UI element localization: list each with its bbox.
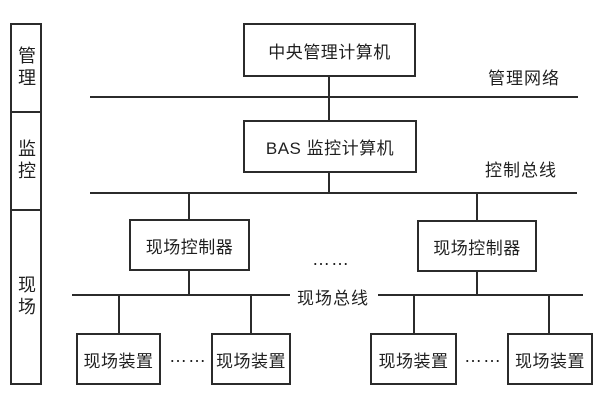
field-controller-right-node: 现场控制器 — [417, 220, 537, 272]
connector-controller-right-to-field-bus — [476, 272, 478, 294]
management-network-line — [90, 96, 578, 98]
devices-right-ellipsis: …… — [464, 346, 502, 366]
connector-bas-to-control-bus — [328, 173, 330, 192]
connector-control-bus-to-controller-right — [476, 194, 478, 220]
connector-field-bus-to-device-4 — [548, 296, 550, 333]
management-network-label: 管理网络 — [488, 69, 560, 88]
field-device-1-node: 现场装置 — [76, 333, 161, 385]
field-bus-line-right — [378, 294, 583, 296]
field-device-3-node: 现场装置 — [370, 333, 457, 385]
connector-field-bus-to-device-2 — [250, 296, 252, 333]
field-bus-label: 现场总线 — [297, 289, 369, 308]
field-controller-left-label: 现场控制器 — [145, 237, 234, 257]
control-bus-label: 控制总线 — [485, 161, 557, 180]
layer-sidebar: 管理 监控 现场 — [10, 23, 42, 385]
central-management-computer-node: 中央管理计算机 — [243, 23, 416, 77]
bas-supervision-computer-label: BAS 监控计算机 — [265, 139, 395, 158]
field-device-3-label: 现场装置 — [378, 351, 449, 371]
field-controller-right-label: 现场控制器 — [433, 238, 521, 258]
layer-supervision: 监控 — [12, 111, 40, 209]
devices-left-ellipsis: …… — [169, 346, 207, 366]
field-device-2-node: 现场装置 — [211, 333, 291, 385]
field-device-4-label: 现场装置 — [515, 351, 585, 371]
connector-control-bus-to-controller-left — [188, 194, 190, 219]
connector-field-bus-to-device-1 — [118, 296, 120, 333]
layer-field: 现场 — [12, 209, 40, 383]
layer-management-label: 管理 — [16, 46, 36, 90]
connector-field-bus-to-device-3 — [413, 296, 415, 333]
field-device-1-label: 现场装置 — [83, 351, 154, 371]
bas-supervision-computer-node: BAS 监控计算机 — [243, 120, 417, 173]
layer-field-label: 现场 — [16, 275, 36, 319]
control-bus-line — [90, 192, 577, 194]
field-device-2-label: 现场装置 — [216, 351, 286, 371]
field-bus-line-left — [72, 294, 290, 296]
layer-supervision-label: 监控 — [16, 139, 36, 183]
controllers-ellipsis: …… — [312, 249, 350, 269]
connector-central-to-bas — [328, 77, 330, 120]
field-device-4-node: 现场装置 — [507, 333, 593, 385]
connector-controller-left-to-field-bus — [188, 271, 190, 294]
field-controller-left-node: 现场控制器 — [129, 219, 250, 271]
layer-management: 管理 — [12, 25, 40, 111]
central-management-computer-label: 中央管理计算机 — [268, 42, 391, 62]
